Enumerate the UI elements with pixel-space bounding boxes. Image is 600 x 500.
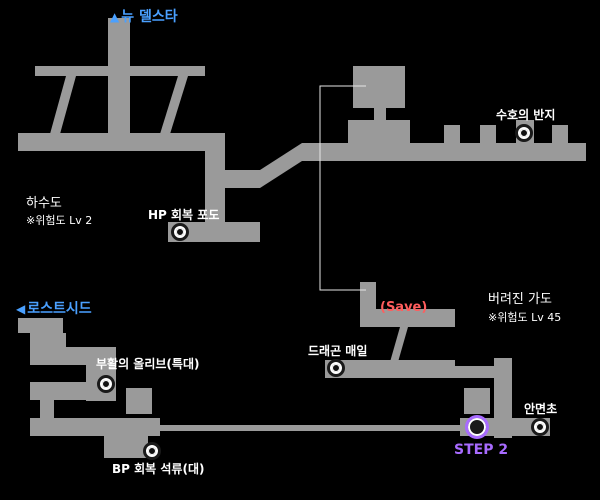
triangle-left-icon: ◀ <box>16 302 26 316</box>
item-label-bp-pomegranate: BP 회복 석류(대) <box>112 462 205 476</box>
item-circle-icon[interactable] <box>143 442 161 460</box>
sewer-name: 하수도 <box>26 196 62 211</box>
item-circle-icon[interactable] <box>97 375 115 393</box>
triangle-up-icon: ▲ <box>110 10 120 24</box>
sewer-danger: ※위험도 Lv 2 <box>26 214 93 227</box>
item-label-revive-olive: 부활의 올리브(특대) <box>96 357 200 371</box>
step-label: STEP 2 <box>454 442 509 458</box>
link-new-delsta[interactable]: ▲뉴 델스타 <box>110 9 178 25</box>
save-point-label: (Save) <box>380 300 428 315</box>
abandoned-street-name: 버려진 가도 <box>488 292 552 307</box>
item-label-dragon-tail: 드래곤 매일 <box>308 344 368 358</box>
item-circle-icon[interactable] <box>515 124 533 142</box>
item-circle-icon[interactable] <box>531 418 549 436</box>
item-circle-icon[interactable] <box>327 359 345 377</box>
step-marker-icon[interactable] <box>465 415 489 439</box>
link-lost-seed[interactable]: ◀로스트시드 <box>16 301 92 317</box>
item-label-guardian-ring: 수호의 반지 <box>496 108 556 122</box>
item-circle-icon[interactable] <box>171 223 189 241</box>
item-label-hp-grape: HP 회복 포도 <box>148 208 220 222</box>
abandoned-street-danger: ※위험도 Lv 45 <box>488 311 562 324</box>
item-label-eye-drops: 안면초 <box>524 402 558 416</box>
